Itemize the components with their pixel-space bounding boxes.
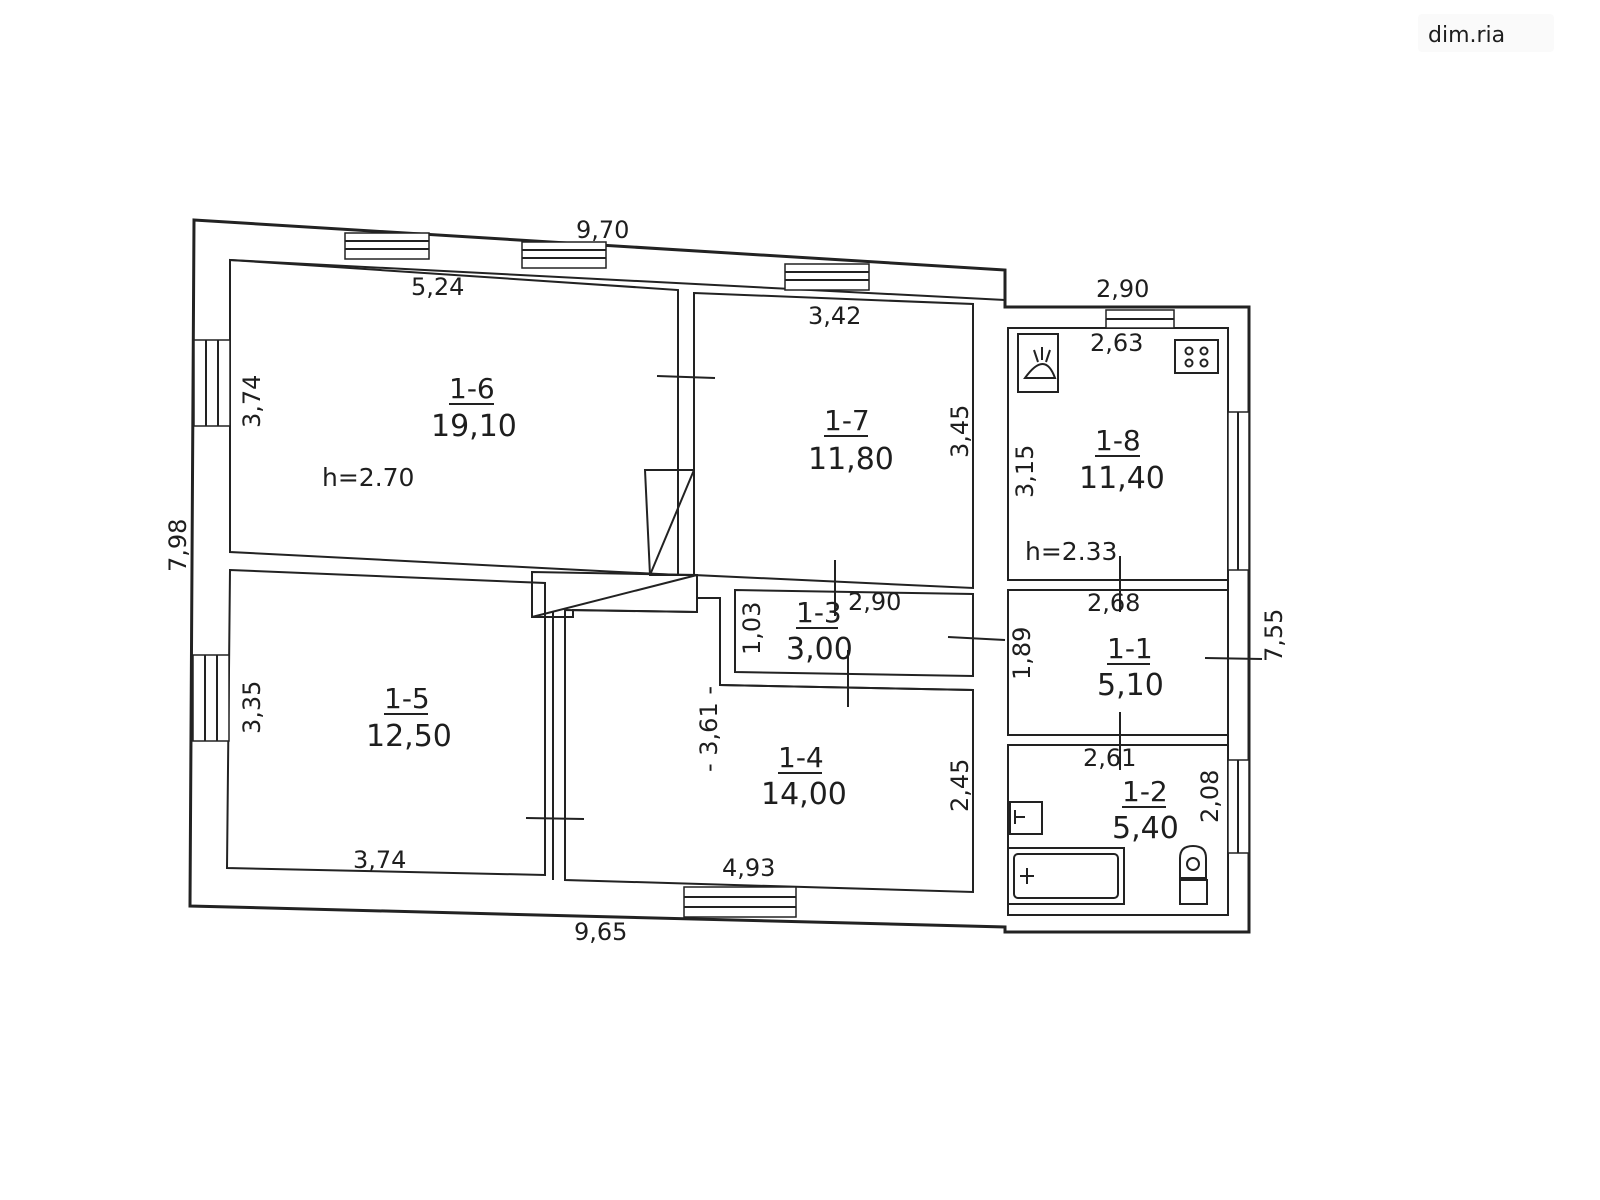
stove-icon bbox=[1174, 339, 1219, 374]
window-bottom bbox=[683, 886, 797, 918]
room-dim: 1,03 bbox=[738, 602, 766, 655]
bathtub-icon bbox=[1007, 847, 1125, 905]
window-top-3 bbox=[784, 263, 870, 291]
window-annex-right-2 bbox=[1227, 759, 1250, 854]
dim-overall-left: 7,98 bbox=[164, 519, 192, 572]
room-dim: 2,90 bbox=[848, 588, 901, 616]
window-annex-top bbox=[1105, 309, 1175, 329]
room-id: 1-5 bbox=[384, 682, 430, 715]
watermark-box bbox=[1418, 14, 1554, 52]
room-id: 1-6 bbox=[449, 372, 495, 405]
room-dim: 3,45 bbox=[946, 405, 974, 458]
dim-overall-bottom: 9,65 bbox=[574, 918, 627, 946]
door-1-5-1-4 bbox=[525, 817, 585, 820]
washbasin-icon bbox=[1009, 801, 1043, 835]
room-id: 1-8 bbox=[1095, 424, 1141, 457]
window-top-1 bbox=[344, 232, 430, 260]
room-1-6: 1-6 19,10 h=2.70 5,24 3,74 bbox=[238, 273, 517, 492]
room-area: 5,40 bbox=[1112, 811, 1179, 846]
room-area: 12,50 bbox=[366, 719, 452, 754]
room-id: 1-7 bbox=[824, 404, 870, 437]
outer-wall-outer bbox=[188, 218, 1251, 934]
window-left-1 bbox=[193, 339, 231, 427]
dim-annex-top: 2,90 bbox=[1096, 275, 1149, 303]
window-left-2 bbox=[192, 654, 230, 742]
window-top-2 bbox=[521, 241, 607, 269]
room-1-8: 1-8 11,40 h=2.33 2,63 3,15 2,68 bbox=[1011, 329, 1165, 617]
toilet-icon bbox=[1179, 844, 1208, 905]
room-dim: 5,24 bbox=[411, 273, 464, 301]
room-1-4: 1-4 14,00 - 3,61 - 2,45 4,93 bbox=[695, 686, 974, 882]
room-area: 11,80 bbox=[808, 442, 894, 477]
room-dim: 2,68 bbox=[1087, 589, 1140, 617]
room-area: 3,00 bbox=[786, 632, 853, 667]
room-1-7: 1-7 11,80 3,42 3,45 bbox=[808, 302, 974, 477]
room-1-2: 1-2 5,40 2,61 2,08 bbox=[1083, 744, 1224, 846]
room-1-5-outline bbox=[225, 568, 546, 877]
door-1-3-1-1 bbox=[947, 636, 1006, 641]
room-area: 19,10 bbox=[431, 409, 517, 444]
room-id: 1-4 bbox=[778, 741, 824, 774]
room-id: 1-1 bbox=[1107, 632, 1153, 665]
room-dim: 2,61 bbox=[1083, 744, 1136, 772]
window-annex-right-1 bbox=[1227, 411, 1250, 571]
room-id: 1-2 bbox=[1122, 775, 1168, 808]
room-dim: 3,42 bbox=[808, 302, 861, 330]
room-1-3-outline bbox=[734, 588, 974, 678]
room-1-1-outline bbox=[1007, 589, 1229, 736]
room-1-5: 1-5 12,50 3,35 3,74 bbox=[238, 681, 452, 874]
room-1-7-outline bbox=[693, 291, 974, 590]
outer-wall-inner-main bbox=[229, 259, 1006, 301]
room-1-4-outline bbox=[564, 597, 974, 894]
stair-wedge-lower-diag bbox=[531, 574, 698, 618]
room-dim: 3,74 bbox=[238, 375, 266, 428]
room-dim: 3,15 bbox=[1011, 445, 1039, 498]
room-height: h=2.70 bbox=[322, 463, 414, 492]
room-dim: 4,93 bbox=[722, 854, 775, 882]
room-dim: - 3,61 - bbox=[695, 686, 723, 772]
stair-wedge-upper-diag bbox=[649, 469, 695, 576]
room-area: 5,10 bbox=[1097, 668, 1164, 703]
room-dim: 2,08 bbox=[1196, 770, 1224, 823]
room-height: h=2.33 bbox=[1025, 537, 1117, 566]
room-1-3: 1-3 3,00 2,90 1,03 bbox=[738, 588, 901, 667]
corridor-wall bbox=[719, 684, 974, 691]
room-1-1: 1-1 5,10 1,89 bbox=[1008, 627, 1164, 703]
room-area: 14,00 bbox=[761, 777, 847, 812]
room-dim: 2,45 bbox=[946, 759, 974, 812]
dim-overall-top: 9,70 bbox=[576, 216, 629, 244]
door-1-6-1-7 bbox=[656, 375, 716, 379]
room-area: 11,40 bbox=[1079, 461, 1165, 496]
watermark: dim.ria bbox=[1428, 23, 1505, 48]
dim-overall-right: 7,55 bbox=[1260, 609, 1288, 662]
room-dim: 2,63 bbox=[1090, 329, 1143, 357]
room-dim: 1,89 bbox=[1008, 627, 1036, 680]
room-dim: 3,35 bbox=[238, 681, 266, 734]
door-1-1-entry bbox=[1204, 657, 1263, 660]
sink-icon bbox=[1017, 333, 1059, 393]
room-id: 1-3 bbox=[796, 596, 842, 629]
room-dim: 3,74 bbox=[353, 846, 406, 874]
